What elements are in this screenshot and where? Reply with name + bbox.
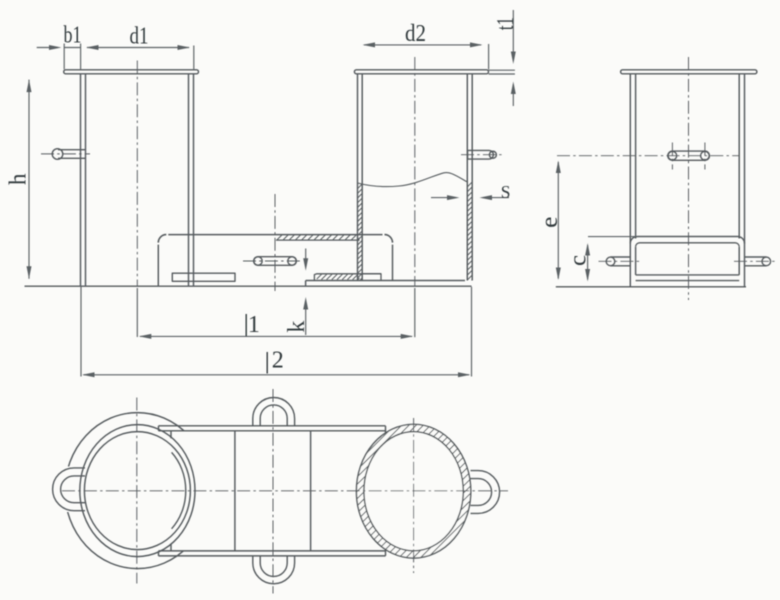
svg-text:c: c: [566, 255, 592, 266]
svg-text:2: 2: [272, 348, 284, 374]
svg-text:d2: d2: [405, 21, 426, 47]
svg-text:1: 1: [248, 312, 260, 338]
svg-text:d1: d1: [130, 24, 149, 50]
svg-text:b1: b1: [64, 23, 82, 49]
svg-text:t1: t1: [493, 17, 519, 30]
svg-text:h: h: [6, 174, 32, 186]
svg-text:e: e: [537, 217, 563, 228]
svg-text:S: S: [501, 182, 511, 202]
svg-text:k: k: [284, 321, 310, 333]
